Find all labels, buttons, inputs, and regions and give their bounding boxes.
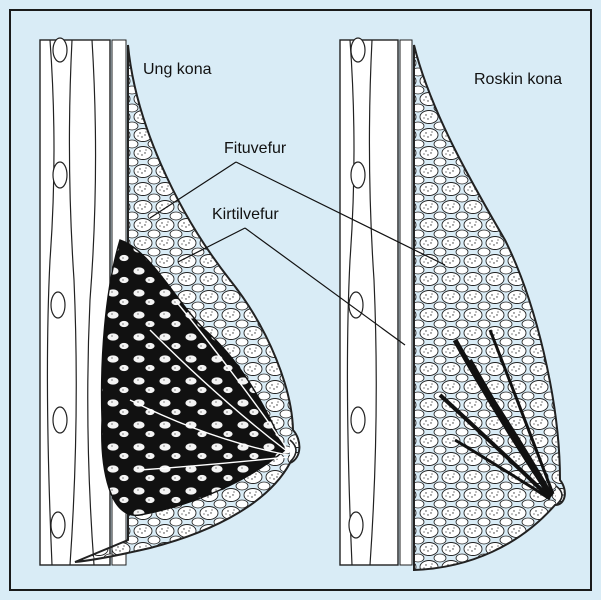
rib-cross-section <box>51 292 65 318</box>
rib-cross-section <box>351 162 365 188</box>
rib-cross-section <box>53 162 67 188</box>
rib-cross-section <box>53 407 67 433</box>
label-glandular-tissue: Kirtilvefur <box>212 206 279 223</box>
muscle-layer-right <box>400 40 412 565</box>
label-fat-tissue: Fituvefur <box>224 140 287 157</box>
label-older-woman: Roskin kona <box>474 71 562 88</box>
rib-cross-section <box>51 512 65 538</box>
rib-cross-section <box>351 407 365 433</box>
rib-cross-section <box>53 38 67 62</box>
rib-cross-section <box>349 512 363 538</box>
label-young-woman: Ung kona <box>143 61 212 78</box>
rib-cross-section <box>351 38 365 62</box>
